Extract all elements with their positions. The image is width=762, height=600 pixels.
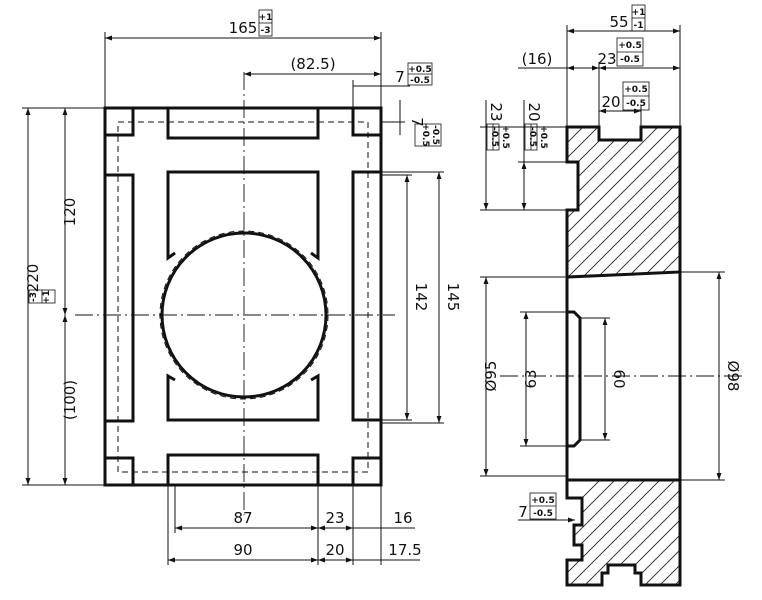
- slot-depth-tol-lower: -0.5: [620, 55, 640, 65]
- upper-section-outline: [565, 125, 682, 279]
- front-dimensions: 165 +1 -3 (82.5) 7 +0.5 -0.5 7 +0.5 -0.5…: [22, 9, 462, 565]
- half-width-dim-label: (82.5): [290, 55, 335, 73]
- slot-depth-tol-upper: +0.5: [618, 41, 641, 51]
- side-width-tol-upper: +1: [632, 8, 646, 18]
- front-outline: [103, 106, 383, 487]
- upper-inner-pocket: [166, 170, 320, 261]
- bottom-slot-tol-lower: -0.5: [533, 509, 553, 519]
- left-slot-height-tol-lower: -0.5: [489, 127, 499, 147]
- bore-outer-right-dia-label: Ø98: [724, 361, 742, 392]
- inner-height-dim-label: 142: [412, 283, 430, 312]
- corner-a-tol-upper: +0.5: [408, 65, 431, 75]
- upper-height-dim-label: 120: [61, 198, 79, 227]
- bottom-dim-20: 20: [325, 541, 344, 559]
- corner-a-dim-label: 7: [395, 68, 405, 86]
- corner-pocket-top-right: [351, 106, 381, 137]
- corner-b-tol-upper: +0.5: [420, 123, 430, 146]
- lower-section-outline: [565, 478, 682, 587]
- side-width-dim-label: 55: [609, 13, 628, 31]
- left-slot-height-tol-upper: +0.5: [500, 125, 510, 148]
- front-view: [75, 72, 395, 515]
- slot-depth-dim-label: 23: [597, 50, 616, 68]
- corner-pocket-bottom-left: [105, 456, 135, 487]
- bore-inner-dia-label: 63: [522, 369, 540, 388]
- bottom-dim-16: 16: [393, 509, 412, 527]
- front-hidden-outline: [117, 121, 369, 473]
- corner-b-tol-lower: -0.5: [430, 125, 440, 145]
- left-side-slot: [103, 173, 135, 423]
- bore-inner-right-dia-label: 60: [610, 369, 628, 388]
- bottom-slot: [166, 453, 320, 487]
- corner-a-tol-lower: -0.5: [410, 76, 430, 86]
- offset-dim-label: (16): [522, 50, 553, 68]
- inner-bore-step: [567, 310, 582, 448]
- lower-height-dim-label: (100): [61, 380, 79, 420]
- bottom-dim-23: 23: [325, 509, 344, 527]
- slot-width-tol-upper: +0.5: [624, 85, 647, 95]
- width-dim-label: 165: [229, 19, 258, 37]
- side-width-tol-lower: -1: [634, 21, 644, 31]
- width-tol-lower: -3: [261, 26, 271, 36]
- slot-width-dim-label: 20: [601, 93, 620, 111]
- side-dimensions: 55 +1 -1 (16) 23 +0.5 -0.5 20 +0.5 -0.5 …: [480, 4, 742, 523]
- height-dim-label: 220: [24, 264, 42, 293]
- lower-inner-pocket: [166, 373, 320, 422]
- outer-height-dim-label: 145: [444, 283, 462, 312]
- corner-pocket-top-left: [105, 106, 135, 137]
- left-slot-width-tol-upper: +0.5: [538, 125, 548, 148]
- corner-pocket-bottom-right: [351, 456, 381, 487]
- central-bore-chamfer: [159, 230, 329, 400]
- slot-width-tol-lower: -0.5: [626, 99, 646, 109]
- height-tol-lower: -3: [29, 292, 39, 302]
- bore-outer-dia-label: Ø95: [482, 361, 500, 392]
- right-side-slot: [351, 170, 383, 422]
- bottom-dim-90: 90: [233, 541, 252, 559]
- bottom-dim-87: 87: [233, 509, 252, 527]
- central-bore: [160, 231, 328, 399]
- bottom-slot-tol-upper: +0.5: [531, 496, 554, 506]
- width-tol-upper: +1: [259, 13, 273, 23]
- left-slot-width-tol-lower: -0.5: [527, 127, 537, 147]
- side-view: [500, 125, 745, 587]
- left-slot-width-dim-label: 20: [525, 102, 543, 121]
- top-slot: [166, 106, 320, 140]
- bottom-dim-17-5: 17.5: [388, 541, 421, 559]
- height-tol-upper: +1: [42, 290, 52, 304]
- bottom-slot-dim-label: 7: [518, 503, 528, 521]
- left-slot-height-dim-label: 23: [487, 102, 505, 121]
- corner-b-dim-label: 7: [408, 117, 426, 127]
